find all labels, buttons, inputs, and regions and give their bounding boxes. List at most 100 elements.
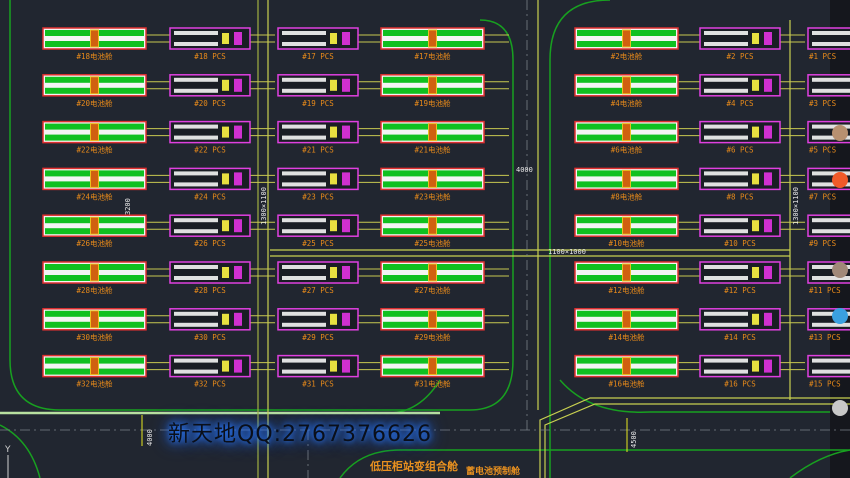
pcs-transformer [222,173,229,185]
unit-label: #22 PCS [194,146,226,155]
pcs-unit[interactable]: #4 PCS [699,74,805,108]
unit-label: #9 PCS [809,239,837,248]
battery-cabin[interactable]: #21电池舱 [380,120,509,155]
unit-label: #13 PCS [809,333,841,342]
pcs-unit[interactable]: #29 PCS [277,308,383,342]
battery-cabin[interactable]: #18电池舱 [42,27,171,61]
battery-cabin[interactable]: #32电池舱 [42,354,171,389]
pcs-unit[interactable]: #17 PCS [277,27,383,61]
battery-cabin[interactable]: #25电池舱 [380,214,509,248]
battery-cabin[interactable]: #12电池舱 [574,261,703,295]
pcs-unit[interactable]: #23 PCS [277,167,383,201]
battery-cabin[interactable]: #4电池舱 [574,74,703,108]
unit-label: #4 PCS [726,99,754,108]
pcs-unit[interactable]: #6 PCS [699,120,805,155]
battery-cabin[interactable]: #8电池舱 [574,167,703,201]
pcs-unit[interactable]: #16 PCS [699,354,805,389]
pcs-unit[interactable]: #19 PCS [277,74,383,108]
battery-cabin[interactable]: #6电池舱 [574,120,703,155]
pcs-unit[interactable]: #20 PCS [169,74,275,108]
battery-cabin[interactable]: #14电池舱 [574,308,703,342]
battery-cabin[interactable]: #19电池舱 [380,74,509,108]
pcs-unit[interactable]: #9 PCS [807,214,850,248]
pcs-unit[interactable]: #2 PCS [699,27,805,61]
pcs-unit[interactable]: #27 PCS [277,261,383,295]
battery-cabin[interactable]: #23电池舱 [380,167,509,201]
pcs-unit[interactable]: #25 PCS [277,214,383,248]
battery-cabin[interactable]: #27电池舱 [380,261,509,295]
pcs-transformer [752,220,759,232]
pcs-unit[interactable]: #3 PCS [807,74,850,108]
pcs-unit[interactable]: #14 PCS [699,308,805,342]
pcs-transformer [752,79,759,91]
pcs-unit[interactable]: #32 PCS [169,354,275,389]
pcs-switch [764,78,772,92]
battery-cabin[interactable]: #24电池舱 [42,167,171,201]
unit-label: #18 PCS [194,52,226,61]
pcs-unit[interactable]: #26 PCS [169,214,275,248]
unit-label: #10 PCS [724,239,756,248]
battery-cabin[interactable]: #20电池舱 [42,74,171,108]
pcs-unit[interactable]: #31 PCS [277,354,383,389]
pcs-unit[interactable]: #1 PCS [807,27,850,61]
pcs-module [282,31,326,35]
avatar[interactable] [832,400,848,416]
pcs-unit[interactable]: #15 PCS [807,354,850,389]
pcs-module [704,135,748,140]
battery-cabin[interactable]: #26电池舱 [42,214,171,248]
pcs-transformer [752,360,759,372]
battery-control [90,29,99,48]
pcs-module [812,218,850,223]
pcs-module [704,171,748,176]
battery-cabin[interactable]: #17电池舱 [380,27,509,61]
pcs-module [174,182,218,187]
pcs-transformer [222,126,229,138]
pcs-unit[interactable]: #22 PCS [169,120,275,155]
battery-cabin[interactable]: #2电池舱 [574,27,703,61]
pcs-transformer [330,126,337,138]
battery-cabin[interactable]: #30电池舱 [42,308,171,342]
pcs-unit[interactable]: #12 PCS [699,261,805,295]
battery-cabin[interactable]: #10电池舱 [574,214,703,248]
pcs-unit[interactable]: #10 PCS [699,214,805,248]
pcs-switch [342,219,350,233]
battery-cabin[interactable]: #28电池舱 [42,261,171,295]
pcs-switch [764,125,772,139]
battery-cabin[interactable]: #29电池舱 [380,308,509,342]
unit-label: #6电池舱 [611,145,643,155]
pcs-module [812,135,850,140]
unit-label: #31 PCS [302,380,334,389]
pcs-unit[interactable]: #18 PCS [169,27,275,61]
battery-control [622,29,631,48]
pcs-switch [234,32,242,45]
avatar[interactable] [832,262,848,278]
battery-cabin[interactable]: #22电池舱 [42,120,171,155]
pcs-module [812,265,850,269]
pcs-unit[interactable]: #21 PCS [277,120,383,155]
avatar[interactable] [832,125,848,141]
pcs-switch [234,219,242,233]
pcs-module [704,311,748,316]
avatar[interactable] [832,172,848,188]
avatar[interactable] [832,308,848,324]
pcs-transformer [330,79,337,91]
pcs-module [174,124,218,129]
unit-label: #20 PCS [194,99,226,108]
pcs-module [704,77,748,82]
pcs-switch [342,172,350,186]
pcs-unit[interactable]: #8 PCS [699,167,805,201]
pcs-module [282,218,326,223]
battery-control [90,310,99,329]
pcs-transformer [222,313,229,325]
battery-control [428,310,437,329]
pcs-module [282,369,326,374]
pcs-module [812,182,850,187]
unit-label: #12 PCS [724,286,756,295]
pcs-unit[interactable]: #24 PCS [169,167,275,201]
pcs-transformer [330,33,337,44]
pcs-unit[interactable]: #28 PCS [169,261,275,295]
pcs-unit[interactable]: #30 PCS [169,308,275,342]
battery-cabin[interactable]: #31电池舱 [380,354,509,389]
battery-cabin[interactable]: #16电池舱 [574,354,703,389]
